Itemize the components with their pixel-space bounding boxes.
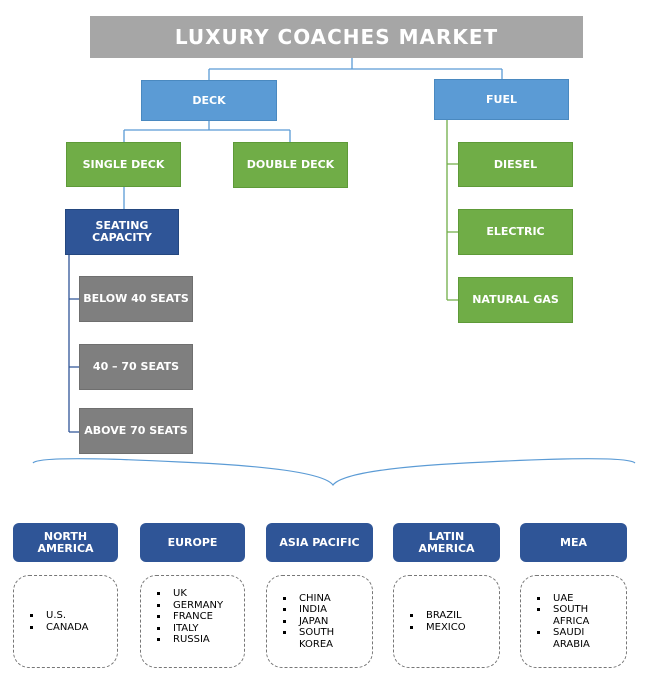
region-north-america: NORTH AMERICA [13, 523, 118, 562]
region-asia-pacific: ASIA PACIFIC [266, 523, 373, 562]
fuel-diesel: DIESEL [458, 142, 573, 187]
deck-node: DECK [141, 80, 277, 121]
seating-capacity-node: SEATING CAPACITY [65, 209, 179, 255]
country: MEXICO [422, 622, 466, 634]
country: U.S. [42, 610, 89, 622]
fuel-natural-gas: NATURAL GAS [458, 277, 573, 323]
country: CHINA [295, 593, 365, 605]
region-europe: EUROPE [140, 523, 245, 562]
seating-below-40: BELOW 40 SEATS [79, 276, 193, 322]
country: CANADA [42, 622, 89, 634]
countries-latin-america: BRAZIL MEXICO [393, 575, 500, 668]
page-title: LUXURY COACHES MARKET [90, 16, 583, 58]
country: JAPAN [295, 616, 365, 628]
region-mea: MEA [520, 523, 627, 562]
fuel-node: FUEL [434, 79, 569, 120]
countries-europe: UK GERMANY FRANCE ITALY RUSSIA [140, 575, 245, 668]
country: ITALY [169, 623, 223, 635]
country: UK [169, 588, 223, 600]
double-deck-node: DOUBLE DECK [233, 142, 348, 188]
country: RUSSIA [169, 634, 223, 646]
brace [32, 458, 636, 486]
country: BRAZIL [422, 610, 466, 622]
single-deck-node: SINGLE DECK [66, 142, 181, 187]
country: INDIA [295, 604, 365, 616]
fuel-electric: ELECTRIC [458, 209, 573, 255]
country: UAE [549, 593, 619, 605]
country: SAUDI ARABIA [549, 627, 619, 650]
country: FRANCE [169, 611, 223, 623]
country: SOUTH KOREA [295, 627, 365, 650]
country: GERMANY [169, 600, 223, 612]
seating-above-70: ABOVE 70 SEATS [79, 408, 193, 454]
countries-asia-pacific: CHINA INDIA JAPAN SOUTH KOREA [266, 575, 373, 668]
countries-north-america: U.S. CANADA [13, 575, 118, 668]
countries-mea: UAE SOUTH AFRICA SAUDI ARABIA [520, 575, 627, 668]
region-latin-america: LATIN AMERICA [393, 523, 500, 562]
seating-40-70: 40 – 70 SEATS [79, 344, 193, 390]
country: SOUTH AFRICA [549, 604, 619, 627]
